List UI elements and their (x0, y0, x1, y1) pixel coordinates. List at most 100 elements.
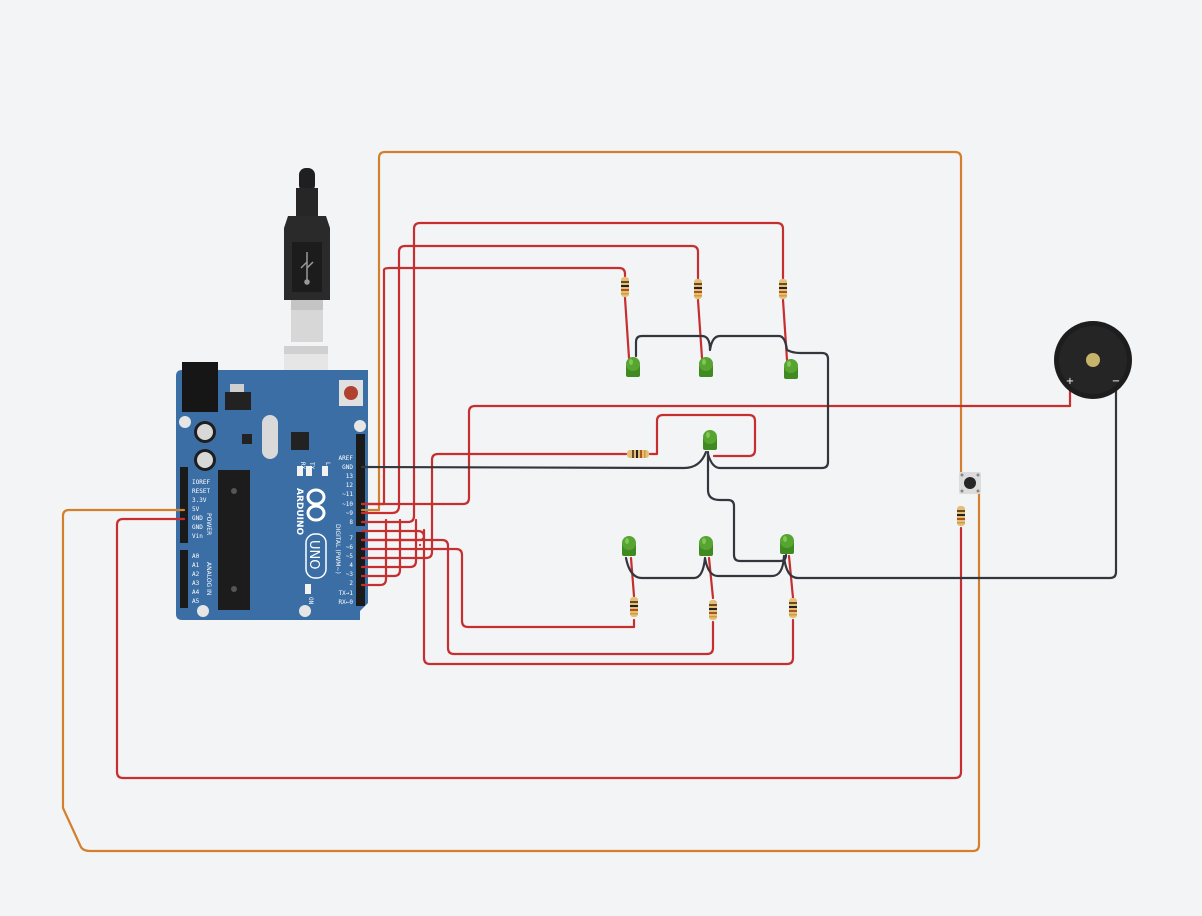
mount-hole (179, 416, 191, 428)
wire-red[interactable] (707, 556, 715, 600)
pin-label: A2 (192, 571, 200, 578)
wire-orange[interactable] (61, 490, 981, 853)
resistor[interactable] (630, 597, 638, 617)
wire-red[interactable] (360, 388, 1072, 506)
led-green[interactable] (784, 359, 798, 379)
mount-hole (354, 420, 366, 432)
reset-button[interactable] (339, 380, 363, 406)
resistor[interactable] (709, 600, 717, 620)
led-label: ON (307, 597, 314, 605)
resistor[interactable] (789, 598, 797, 618)
pin-label: 7 (349, 535, 353, 542)
wire-red[interactable] (360, 518, 388, 587)
microcontroller-chip (218, 470, 250, 610)
usb-chip (291, 432, 309, 450)
pin-label: GND (192, 515, 203, 522)
wire-red[interactable] (115, 517, 963, 780)
digital-header-label: DIGITAL (PWM~) (334, 524, 341, 574)
wire-red[interactable] (360, 266, 627, 506)
pushbutton[interactable] (959, 472, 981, 494)
wire-orange[interactable] (360, 150, 963, 512)
wire-red[interactable] (623, 296, 631, 360)
resistor[interactable] (694, 279, 702, 299)
led-green[interactable] (699, 536, 713, 556)
pin-label: ~6 (346, 544, 354, 551)
buzzer-negative-label: − (1112, 376, 1120, 387)
led-green[interactable] (622, 536, 636, 556)
power-header-label: POWER (205, 513, 212, 535)
resistor[interactable] (957, 506, 965, 526)
buzzer-positive-label: + (1066, 376, 1074, 387)
wire-red[interactable] (648, 413, 757, 458)
capacitor-icon (194, 421, 216, 471)
led-green[interactable] (626, 357, 640, 377)
wire-red[interactable] (781, 298, 789, 362)
wire-red[interactable] (787, 554, 795, 600)
pin-label: ~10 (342, 501, 353, 508)
pin-label: 2 (349, 580, 353, 587)
power-pin-labels: IOREF RESET 3.3V 5V GND GND Vin (192, 479, 210, 540)
led-green[interactable] (703, 430, 717, 450)
pin-label: ~3 (346, 571, 354, 578)
pin-label: 13 (346, 473, 354, 480)
led-label: RX (299, 462, 306, 470)
led-green[interactable] (780, 534, 794, 554)
analog-pin-labels: A0 A1 A2 A3 A4 A5 (192, 553, 200, 605)
analog-header-label: ANALOG IN (205, 562, 212, 595)
wire-red[interactable] (360, 221, 785, 524)
wire-red[interactable] (360, 244, 700, 515)
board-model: UNO (306, 540, 321, 569)
led-label: L (324, 462, 331, 466)
resistor[interactable] (621, 277, 629, 297)
wire-red[interactable] (360, 452, 628, 560)
pin-label: 12 (346, 482, 354, 489)
usb-symbol-icon (300, 252, 314, 285)
wire-red[interactable] (360, 518, 402, 578)
wire-red[interactable] (696, 298, 704, 360)
resistor[interactable] (627, 450, 649, 458)
wire-dark[interactable] (634, 334, 830, 470)
wire-red[interactable] (360, 547, 636, 629)
board-brand: ARDUINO (294, 488, 304, 536)
voltage-regulator (225, 392, 251, 410)
pin-label: 5V (192, 506, 200, 513)
resistor[interactable] (779, 279, 787, 299)
pin-label: A3 (192, 580, 200, 587)
wire-red[interactable] (629, 556, 636, 598)
mount-hole (299, 605, 311, 617)
pin-label: ~11 (342, 491, 353, 498)
mount-hole (197, 605, 209, 617)
crystal-oscillator (262, 415, 278, 459)
pin-label: A0 (192, 553, 200, 560)
pin-label: 4 (349, 562, 353, 569)
digital-pin-labels: AREF GND 13 12 ~11 ~10 ~9 8 7 ~6 ~5 4 ~3… (339, 455, 354, 606)
power-header (180, 467, 188, 543)
wire-dark[interactable] (624, 388, 1118, 580)
pin-label: A1 (192, 562, 200, 569)
led-green[interactable] (699, 357, 713, 377)
pin-label: ~5 (346, 553, 354, 560)
pin-label: 8 (349, 519, 353, 526)
wire-red[interactable] (360, 538, 715, 656)
pin-label: Vin (192, 533, 203, 540)
arduino-logo-icon (306, 488, 326, 522)
status-leds: RX TX L ON (297, 462, 331, 605)
pin-label: TX→1 (339, 590, 354, 597)
pin-label: RX←0 (339, 599, 354, 606)
arduino-uno-board[interactable]: RX TX L ON ARDUINO UNO DIGITAL (PWM~) PO… (176, 362, 368, 620)
led-label: TX (308, 462, 315, 470)
wire-red[interactable] (360, 529, 795, 666)
analog-header (180, 550, 188, 608)
digital-header-top (356, 434, 365, 526)
wire-dark[interactable] (706, 450, 788, 563)
digital-header-bottom (356, 532, 365, 606)
wire-dark[interactable] (360, 450, 708, 470)
pin-label: GND (342, 464, 353, 471)
pin-label: GND (192, 524, 203, 531)
pin-label: 3.3V (192, 497, 207, 504)
piezo-buzzer[interactable]: + − (1054, 321, 1132, 399)
uno-badge: UNO (305, 533, 327, 579)
dc-jack (182, 362, 218, 412)
wire-red[interactable] (360, 518, 418, 569)
